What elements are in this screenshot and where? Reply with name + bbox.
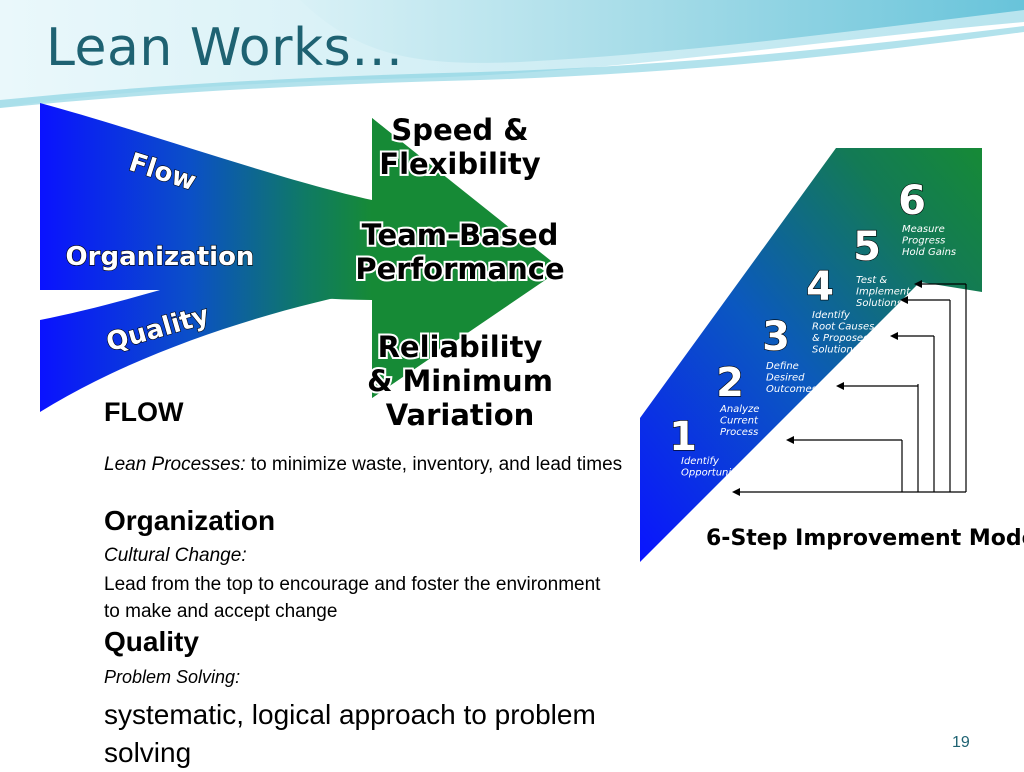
step-5-label-line: Solutions [856, 298, 902, 309]
step-3-label-line: Desired [766, 373, 805, 384]
quality-heading: Quality [104, 626, 199, 657]
quality-label: Problem Solving: [104, 667, 241, 687]
page-number: 19 [952, 734, 970, 751]
outcome-1-line-1: Performance [355, 252, 564, 286]
flow-text: to minimize waste, inventory, and lead t… [245, 454, 623, 475]
step-3-number: 3 [762, 314, 790, 360]
step-6-label-line: Measure [902, 224, 945, 235]
organization-heading: Organization [104, 505, 276, 536]
step-4-label-line: Root Causes [812, 322, 874, 333]
organization-label-text: Cultural Change [104, 545, 242, 566]
step-1-label-line: Identify [681, 456, 720, 467]
step-2-label-line: Analyze [719, 404, 759, 415]
feedback-lines [738, 283, 967, 493]
outcome-0-line-1: Flexibility [379, 147, 541, 181]
organization-label-colon: : [241, 545, 247, 566]
flow-heading: FLOW [104, 397, 184, 427]
step-5-label-line: Test & [856, 275, 887, 286]
step-3-label-line: Define [766, 361, 799, 372]
outcome-2-line-1: & Minimum [367, 364, 553, 398]
step-4-number: 4 [806, 264, 834, 310]
step-5-number: 5 [853, 224, 881, 270]
funnel-shape [40, 103, 560, 412]
quality-text: systematic, logical approach to problem … [104, 699, 596, 768]
step-5-label-line: Implement [856, 287, 911, 298]
outcome-2-line-0: Reliability [378, 330, 543, 364]
slide-title: Lean Works… [46, 18, 404, 78]
step-4-label-line: & Proposed [812, 333, 870, 344]
step-6-label-line: Hold Gains [902, 247, 956, 258]
feedback-arrowheads [732, 280, 922, 496]
improvement-staircase [640, 148, 982, 562]
funnel-input-organization: Organization [66, 242, 255, 272]
step-4-label-line: Solutions [812, 345, 858, 356]
step-6-number: 6 [898, 178, 926, 224]
step-1-label-line: Opportunity [681, 468, 742, 479]
step-6-label-line: Progress [902, 236, 945, 247]
organization-text: Lead from the top to encourage and foste… [104, 574, 601, 622]
step-2-label-line: Current [720, 416, 759, 427]
step-1-number: 1 [669, 414, 697, 460]
outcome-1-line-0: Team-Based [362, 218, 559, 252]
step-2-label-line: Process [720, 427, 758, 438]
flow-label: Lean Processes: [104, 454, 246, 475]
organization-label: Cultural Change: [104, 545, 247, 567]
flow-description: Lean Processes: to minimize waste, inven… [104, 451, 624, 479]
outcome-0-line-0: Speed & [391, 113, 528, 147]
outcome-2-line-2: Variation [386, 398, 535, 432]
step-3-label-line: Outcomes [766, 384, 817, 395]
improvement-model-caption: 6-Step Improvement Model [706, 526, 1024, 551]
step-2-number: 2 [716, 360, 744, 406]
header-swoosh [0, 0, 1024, 108]
step-4-label-line: Identify [812, 310, 851, 321]
